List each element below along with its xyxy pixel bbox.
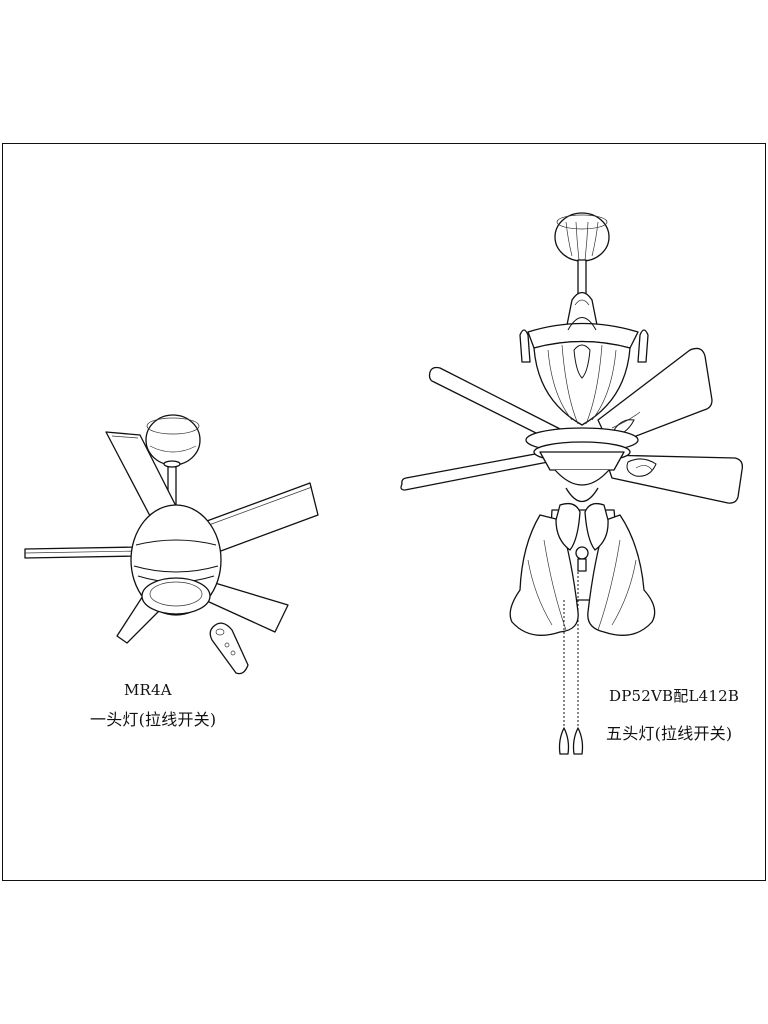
fan-dp52vb-canopy: [554, 212, 610, 262]
light-shade-back-left: [555, 502, 581, 551]
fan-dp52vb-blade-upper-right: [597, 347, 713, 447]
fan-dp52vb-blade-left: [400, 451, 549, 491]
pull-chain-fob-right: [572, 727, 584, 755]
fan-mr4a-motor-housing: [130, 504, 222, 616]
fan-dp52vb-blade-right: [603, 454, 743, 504]
fan-mr4a-remote-control: [209, 622, 249, 675]
fan-dp52vb-model-label: DP52VB配L412B: [609, 687, 740, 705]
light-shade-right: [587, 514, 656, 636]
fan-dp52vb-description: 五头灯(拉线开关): [606, 724, 733, 743]
fan-dp52vb-motor-housing: [525, 427, 639, 503]
fan-mr4a-illustration: [24, 414, 319, 675]
light-shade-back-right: [584, 502, 609, 551]
fan-dp52vb-ornate-crown: [519, 291, 649, 426]
fan-dp52vb-illustration: [400, 212, 743, 755]
fan-mr4a-canopy: [145, 414, 201, 466]
drawing-frame: [2, 143, 766, 881]
light-shade-left: [509, 514, 579, 636]
fan-dp52vb-light-kit: [509, 502, 656, 636]
fan-mr4a-model-label: MR4A: [124, 681, 172, 699]
fan-dp52vb-pull-chains: [558, 572, 584, 755]
fan-mr4a-description: 一头灯(拉线开关): [90, 710, 217, 729]
pull-chain-fob-left: [558, 727, 570, 755]
